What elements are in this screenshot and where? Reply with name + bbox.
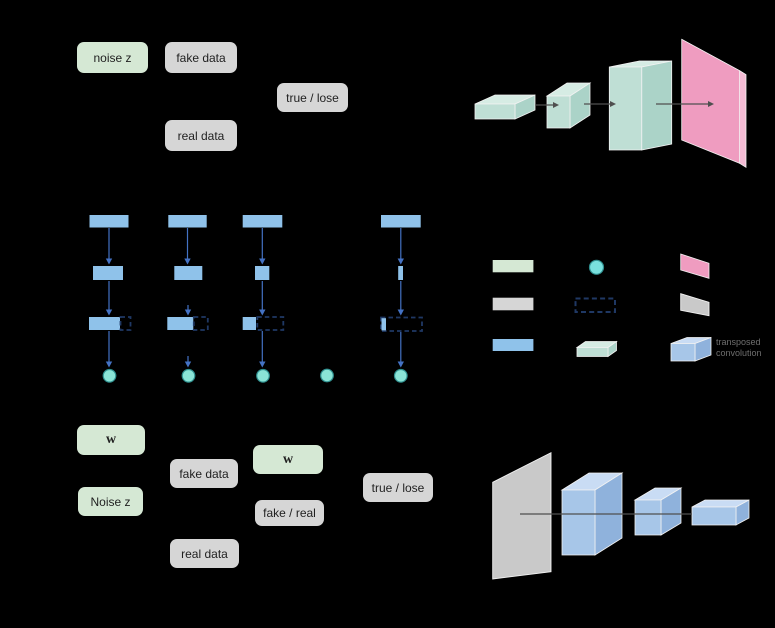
gan-noise-box: noise z <box>77 42 148 73</box>
blue-box-2 <box>633 487 683 536</box>
padding-dashed-box <box>256 316 285 331</box>
wgan-weights-right-box: w <box>253 445 323 474</box>
legend-gray-swatch <box>492 297 534 311</box>
conv-bar <box>93 266 123 280</box>
feature-circle <box>102 368 117 383</box>
upsample-column-1 <box>89 215 132 383</box>
wgan-noise-label: Noise z <box>90 494 131 509</box>
wgan-weights-right-label: w <box>282 451 294 467</box>
gan-fake-data-box: fake data <box>165 42 237 73</box>
padding-dashed-box <box>119 316 132 331</box>
output-bar <box>167 317 194 330</box>
output-bar <box>89 317 120 330</box>
wgan-real-data-label: real data <box>181 546 228 561</box>
legend-gray-plane-swatch <box>680 293 710 317</box>
conv-bar <box>174 266 203 280</box>
gan-real-data-label: real data <box>177 128 225 143</box>
gan-noise-label: noise z <box>93 50 132 65</box>
wgan-output-label: true / lose <box>371 480 425 495</box>
mint-box-1 <box>474 94 536 120</box>
input-bar <box>89 215 129 228</box>
legend-transposed-convolution-label: transposed convolution <box>716 337 762 358</box>
legend-green-swatch <box>492 260 534 273</box>
gan-output-box: true / lose <box>277 83 348 112</box>
wgan-fake-data-label: fake data <box>179 466 229 481</box>
wgan-noise-box: Noise z <box>78 487 143 516</box>
standalone-feature-circle <box>320 368 334 383</box>
generator-arrow-3-icon <box>656 101 714 107</box>
legend-mint-3d-swatch <box>575 340 618 358</box>
input-bar <box>381 215 421 228</box>
wgan-fake-data-box: fake data <box>170 459 238 488</box>
discriminator-3d-diagram <box>492 451 750 580</box>
input-bar <box>168 215 207 228</box>
input-bar <box>242 215 283 228</box>
wgan-critic-output-box: fake / real <box>255 500 324 526</box>
output-bar <box>242 317 256 330</box>
wgan-weights-label: w <box>105 432 117 447</box>
generator-3d-diagram <box>474 38 747 169</box>
upsampling-columns <box>89 215 423 383</box>
output-bar <box>381 318 386 331</box>
wgan-real-data-box: real data <box>170 539 239 568</box>
legend-dashed-swatch <box>574 297 616 313</box>
padding-dashed-box <box>192 316 209 331</box>
conv-bar <box>398 266 403 280</box>
upsample-column-2 <box>167 215 209 383</box>
gan-real-data-box: real data <box>165 120 237 151</box>
wgan-critic-output-label: fake / real <box>263 506 316 520</box>
feature-circle <box>181 368 196 383</box>
upsample-column-4 <box>380 215 423 383</box>
gan-fake-data-label: fake data <box>176 50 226 65</box>
upsample-column-3 <box>242 215 285 383</box>
legend-pink-plane-swatch <box>680 253 710 279</box>
padding-dashed-box <box>380 316 423 332</box>
generator-arrow-2-icon <box>584 101 616 107</box>
feature-circle <box>393 368 408 383</box>
pink-output-plane <box>681 38 747 169</box>
wgan-output-box: true / lose <box>363 473 433 502</box>
legend-blue-cube-swatch <box>670 336 712 362</box>
wgan-weights-box: w <box>77 425 145 455</box>
legend-panel <box>492 253 712 362</box>
feature-circle <box>256 368 270 383</box>
mint-box-2 <box>545 82 592 129</box>
legend-blue-swatch <box>492 339 534 351</box>
generator-arrow-1-icon <box>536 102 559 108</box>
mint-box-3 <box>608 60 673 151</box>
blue-box-3 <box>691 499 750 526</box>
gray-input-plane <box>492 451 552 580</box>
gan-output-label: true / lose <box>286 90 339 105</box>
conv-bar <box>255 266 270 280</box>
legend-circle-swatch <box>588 259 605 275</box>
